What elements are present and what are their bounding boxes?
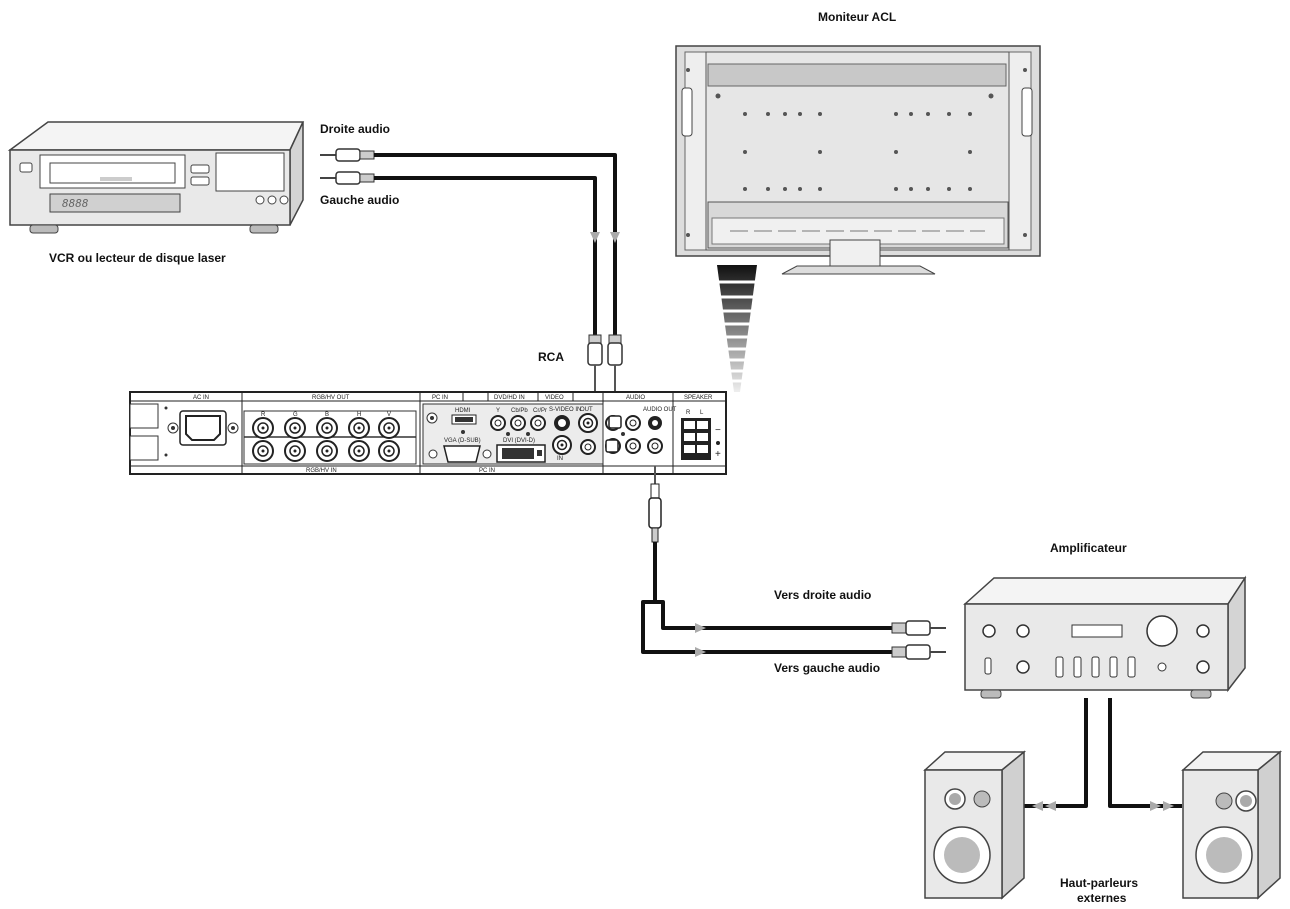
arrow-right-icon (1163, 801, 1174, 811)
vga-port (428, 445, 492, 463)
rgbhv-letters-top: R G B H V (261, 412, 391, 418)
video-label: VIDEO (545, 395, 564, 401)
arrow-right-icon (1150, 801, 1161, 811)
label-amplifier: Amplificateur (1050, 541, 1127, 555)
ac-in-label: AC IN (193, 395, 209, 401)
arrow-down-icon (610, 232, 620, 243)
speaker-minus: − (715, 425, 721, 436)
connector-panel: AC IN RGB/HV OUT PC IN DVD/HD IN VIDEO A… (129, 391, 727, 475)
arrow-left-icon (1032, 801, 1043, 811)
s-video-in-label: S-VIDEO IN (549, 407, 581, 413)
vcr-display-text: 8888 (62, 197, 89, 210)
dvd-hd-rca-jacks (490, 415, 546, 436)
dvi-label: DVI (DVI-D) (503, 438, 535, 444)
speaker-r-letter: R (686, 410, 691, 416)
rgbhv-in-bnc-row (252, 440, 400, 462)
label-rca: RCA (538, 350, 564, 364)
speaker-terminals (681, 418, 711, 460)
rgbhv-letter-g: G (293, 412, 298, 418)
amp-rca-plug-left (891, 644, 946, 660)
dvd-letter-y: Y (496, 408, 500, 414)
pc-in-top-label: PC IN (432, 395, 448, 401)
hdmi-label: HDMI (455, 408, 471, 414)
rgbhv-in-label: RGB/HV IN (306, 468, 337, 474)
audio-out-jack (647, 416, 663, 454)
speaker-l-letter: L (700, 410, 704, 416)
dvd-letter-cr: Cr/Pr (533, 408, 547, 414)
vcr-device: 8888 (7, 121, 305, 234)
label-audio-left: Gauche audio (320, 193, 400, 207)
label-to-audio-left: Vers gauche audio (774, 661, 881, 675)
label-speakers-line1: Haut-parleurs (1060, 876, 1139, 890)
external-speaker-right (1181, 750, 1283, 900)
label-speakers-line2: externes (1077, 891, 1127, 905)
rgbhv-letter-h: H (357, 412, 361, 418)
dvi-port (496, 444, 546, 463)
arrow-right-icon (695, 623, 706, 633)
panel-rca-plug-right (607, 334, 623, 420)
label-audio-right: Droite audio (320, 122, 391, 136)
speaker-cables (1024, 698, 1182, 808)
audio-label: AUDIO (626, 395, 645, 401)
vga-label: VGA (D-SUB) (444, 438, 481, 444)
dvd-letter-cb: Cb/Pb (511, 408, 528, 414)
video-in-bnc (552, 435, 572, 455)
external-speaker-left (923, 750, 1027, 900)
s-video-port (554, 415, 570, 431)
speaker-plus: + (715, 449, 721, 460)
audio-out-minijack-cable (641, 466, 892, 654)
label-monitor: Moniteur ACL (818, 10, 897, 24)
plugged-rca-connectors (605, 415, 622, 453)
rgbhv-out-bnc-row (252, 417, 400, 439)
signal-beam (710, 265, 765, 392)
vcr-audio-cables (374, 153, 617, 335)
dvd-hd-in-label: DVD/HD IN (494, 395, 525, 401)
arrow-right-icon (695, 647, 706, 657)
audio-out-label: AUDIO OUT (643, 407, 677, 413)
video-in-rca (580, 439, 596, 455)
amp-rca-plug-right (891, 620, 946, 636)
rgbhv-letter-r: R (261, 412, 266, 418)
hdmi-port (451, 414, 477, 434)
amplifier-device (963, 575, 1247, 699)
video-in-label: IN (557, 456, 563, 462)
ac-in-socket (167, 410, 239, 446)
label-vcr: VCR ou lecteur de disque laser (49, 251, 226, 265)
pc-in-bottom-label: PC IN (479, 468, 495, 474)
video-out-label: OUT (580, 407, 593, 413)
video-out-bnc (578, 413, 598, 433)
label-to-audio-right: Vers droite audio (774, 588, 872, 602)
arrow-down-icon (590, 232, 600, 243)
arrow-left-icon (1045, 801, 1056, 811)
lcd-monitor (675, 45, 1041, 275)
vcr-rca-plug-left (320, 171, 375, 185)
rgbhv-out-label: RGB/HV OUT (312, 395, 350, 401)
vcr-rca-plug-right (320, 148, 375, 162)
rgbhv-letter-v: V (387, 412, 391, 418)
rgbhv-letter-b: B (325, 412, 329, 418)
speaker-label: SPEAKER (684, 395, 713, 401)
